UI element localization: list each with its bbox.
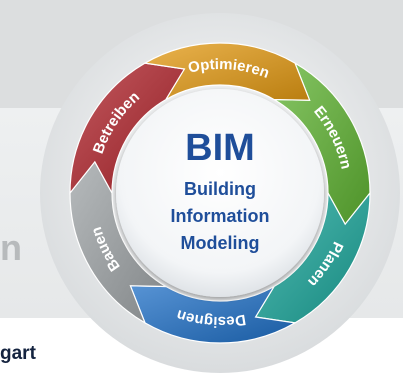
bottom-heading-fragment: gart	[0, 343, 36, 364]
center-title: BIM	[185, 127, 255, 169]
center-line-3: Modeling	[181, 233, 260, 253]
center-disc	[116, 89, 324, 297]
center-line-1: Building	[184, 179, 256, 199]
background-heading-fragment: n	[0, 227, 22, 268]
center-line-2: Information	[171, 206, 270, 226]
cycle-segment	[143, 42, 311, 101]
